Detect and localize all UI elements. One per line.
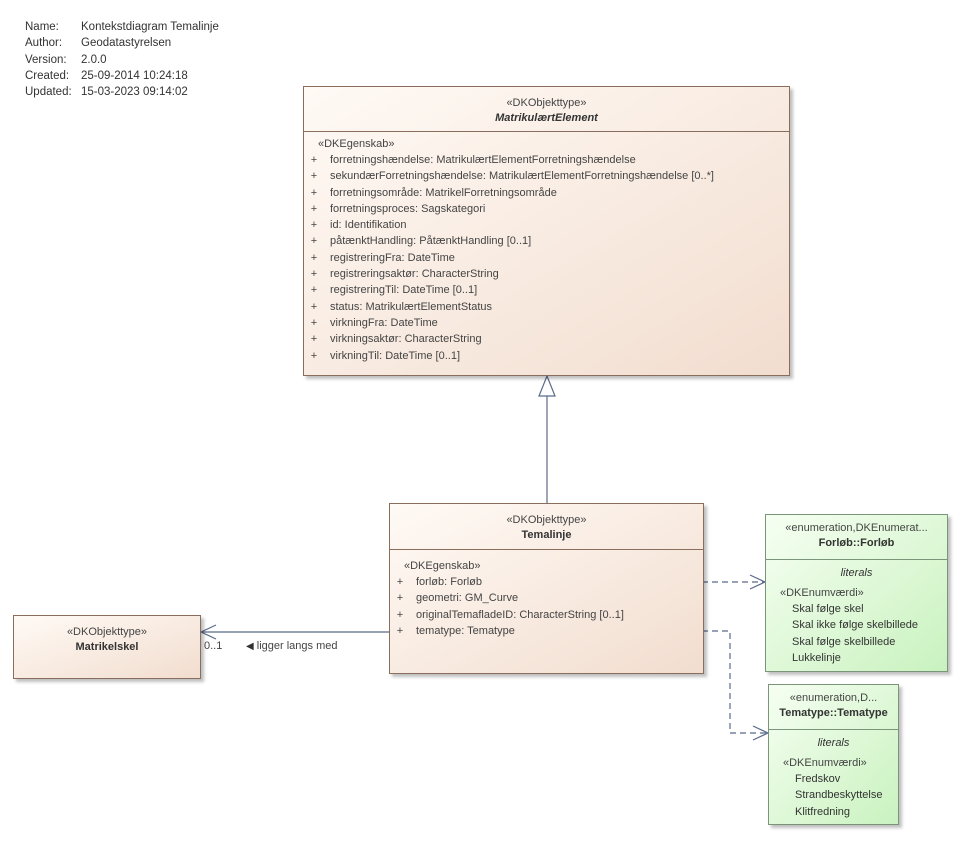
attribute-row[interactable]: +virkningFra: DateTime	[304, 315, 789, 331]
enum-literal[interactable]: Fredskov	[795, 773, 841, 785]
attribute-row[interactable]: +status: MatrikulærtElementStatus	[304, 299, 789, 315]
attribute-row[interactable]: +registreringTil: DateTime [0..1]	[304, 282, 789, 298]
attribute-row[interactable]: +forretningshændelse: MatrikulærtElement…	[304, 152, 789, 168]
class-name: Matrikelskel	[75, 641, 139, 653]
literal-stereotype: «DKEnumværdi»	[783, 757, 867, 769]
class-stereotype: «DKObjekttype»	[506, 97, 587, 109]
attribute-row[interactable]: +forløb: Forløb	[390, 574, 703, 590]
attribute-row[interactable]: +sekundærForretningshændelse: Matrikulær…	[304, 168, 789, 184]
attribute-row[interactable]: +tematype: Tematype	[390, 623, 703, 639]
enum-literal[interactable]: Skal ikke følge skelbillede	[792, 619, 918, 632]
public-visibility-icon: +	[310, 235, 318, 248]
class-stereotype: «DKObjekttype»	[506, 514, 587, 526]
class-header: «DKObjekttype» Temalinje	[390, 504, 703, 550]
attribute-row[interactable]: +geometri: GM_Curve	[390, 590, 703, 606]
attribute-row[interactable]: +virkningsaktør: CharacterString	[304, 331, 789, 347]
metadata-row-name: Name:Kontekstdiagram Temalinje	[25, 21, 219, 33]
public-visibility-icon: +	[310, 219, 318, 232]
enum-literal[interactable]: Strandbeskyttelse	[795, 789, 883, 802]
tematype-enumeration[interactable]: «enumeration,D... Tematype::Tematype lit…	[768, 684, 899, 825]
public-visibility-icon: +	[310, 300, 318, 313]
enum-literal[interactable]: Skal følge skel	[792, 603, 864, 615]
public-visibility-icon: +	[396, 624, 404, 637]
enum-literal[interactable]: Skal følge skelbillede	[792, 635, 896, 648]
class-name: Temalinje	[521, 529, 572, 541]
literal-compartment: literals «DKEnumværdi» Skal følge skel S…	[766, 560, 947, 666]
metadata-row-updated: Updated:15-03-2023 09:14:02	[25, 86, 188, 99]
generalization-arrowhead	[538, 374, 556, 397]
literal-compartment: literals «DKEnumværdi» Fredskov Strandbe…	[769, 730, 898, 820]
attribute-row[interactable]: +påtænktHandling: PåtænktHandling [0..1]	[304, 233, 789, 249]
metadata-row-created: Created:25-09-2014 10:24:18	[25, 69, 188, 82]
public-visibility-icon: +	[396, 576, 404, 588]
matrikulaert-element-class[interactable]: «DKObjekttype» MatrikulærtElement «DKEge…	[303, 86, 790, 376]
metadata-row-version: Version:2.0.0	[25, 53, 107, 66]
diagram-metadata: Name:Kontekstdiagram Temalinje Author:Ge…	[25, 19, 219, 100]
attribute-row[interactable]: +registreringsaktør: CharacterString	[304, 266, 789, 282]
public-visibility-icon: +	[396, 608, 404, 621]
attribute-row[interactable]: +virkningTil: DateTime [0..1]	[304, 348, 789, 364]
association-label: ◀ ligger langs med	[246, 640, 338, 652]
enum-literal[interactable]: Klitfredning	[795, 805, 851, 818]
enum-literal[interactable]: Lukkelinje	[792, 651, 841, 664]
literal-stereotype: «DKEnumværdi»	[780, 587, 864, 599]
public-visibility-icon: +	[310, 349, 318, 362]
association-arrowhead	[199, 624, 217, 640]
forlob-enumeration[interactable]: «enumeration,DKEnumerat... Forløb::Forlø…	[765, 514, 948, 672]
class-name: MatrikulærtElement	[495, 112, 598, 124]
matrikelskel-class[interactable]: «DKObjekttype» Matrikelskel	[13, 615, 201, 679]
enum-name: Forløb::Forløb	[818, 537, 895, 549]
attribute-row[interactable]: +originalTemafladeID: CharacterString [0…	[390, 607, 703, 623]
public-visibility-icon: +	[310, 170, 318, 183]
public-visibility-icon: +	[310, 251, 318, 264]
attribute-stereotype: «DKEgenskab»	[318, 138, 395, 150]
attribute-row[interactable]: +registreringFra: DateTime	[304, 250, 789, 266]
enum-stereotype: «enumeration,D...	[789, 692, 878, 704]
enum-stereotype: «enumeration,DKEnumerat...	[785, 522, 928, 534]
public-visibility-icon: +	[310, 202, 318, 215]
public-visibility-icon: +	[310, 154, 318, 166]
public-visibility-icon: +	[310, 268, 318, 281]
attribute-row[interactable]: +forretningsområde: MatrikelForretningso…	[304, 185, 789, 201]
attribute-row[interactable]: +id: Identifikation	[304, 217, 789, 233]
class-stereotype: «DKObjekttype»	[66, 626, 148, 638]
attribute-compartment: «DKEgenskab» +forløb: Forløb +geometri: …	[390, 550, 703, 639]
public-visibility-icon: +	[310, 316, 318, 329]
association-multiplicity: 0..1	[204, 640, 223, 652]
direction-arrow-icon: ◀	[246, 641, 254, 652]
enum-header: «enumeration,DKEnumerat... Forløb::Forlø…	[766, 515, 947, 560]
public-visibility-icon: +	[310, 284, 318, 297]
literals-label: literals	[840, 567, 873, 579]
public-visibility-icon: +	[310, 333, 318, 346]
metadata-row-author: Author:Geodatastyrelsen	[25, 37, 172, 50]
enum-name: Tematype::Tematype	[779, 707, 888, 719]
public-visibility-icon: +	[396, 592, 404, 605]
attribute-compartment: «DKEgenskab» +forretningshændelse: Matri…	[304, 132, 789, 364]
enum-header: «enumeration,D... Tematype::Tematype	[769, 685, 898, 730]
class-header: «DKObjekttype» MatrikulærtElement	[304, 87, 789, 132]
public-visibility-icon: +	[310, 186, 318, 199]
tematype-dependency-line[interactable]	[702, 630, 768, 734]
temalinje-class[interactable]: «DKObjekttype» Temalinje «DKEgenskab» +f…	[389, 503, 704, 674]
attribute-stereotype: «DKEgenskab»	[404, 560, 481, 572]
literals-label: literals	[817, 737, 850, 749]
attribute-row[interactable]: +forretningsproces: Sagskategori	[304, 201, 789, 217]
